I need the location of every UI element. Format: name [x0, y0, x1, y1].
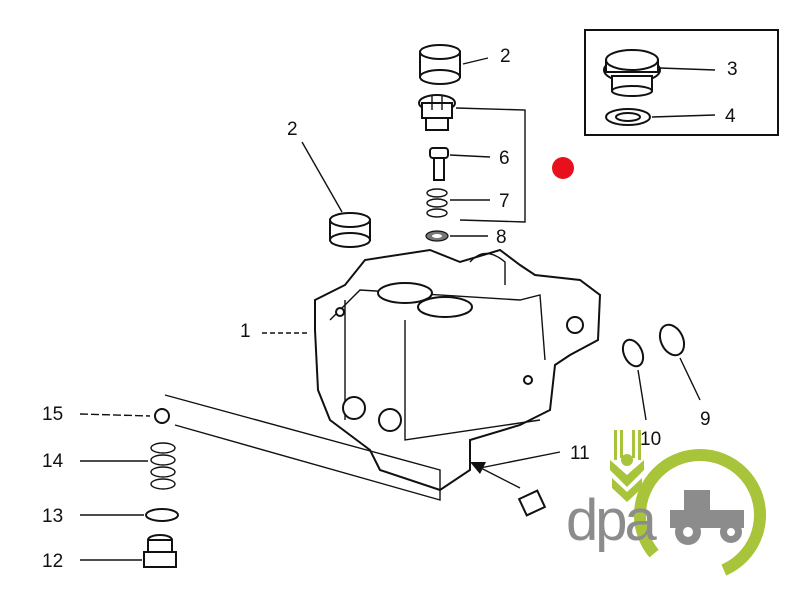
callout-9: 9 [700, 409, 711, 430]
callout-13: 13 [42, 506, 63, 527]
callout-10: 10 [640, 429, 661, 450]
callout-11: 11 [570, 443, 590, 464]
part-8-washer[interactable] [425, 230, 449, 242]
part-11-fitting[interactable] [517, 489, 547, 517]
part-6-pin[interactable] [429, 147, 449, 181]
callout-12: 12 [42, 551, 63, 572]
part-2-cap-top[interactable] [419, 44, 461, 85]
dpa-logo: dpa [566, 430, 766, 581]
callout-6: 6 [499, 148, 510, 169]
callout-4: 4 [725, 106, 736, 127]
callout-1: 1 [240, 321, 251, 342]
part-9-seal[interactable] [655, 321, 688, 359]
callout-7: 7 [499, 191, 510, 212]
part-13-washer[interactable] [145, 508, 179, 522]
logo-text: dpa [566, 488, 658, 553]
part-2-cap-left[interactable] [329, 212, 371, 248]
part-1-housing[interactable] [314, 248, 602, 492]
part-15-ball[interactable] [154, 408, 170, 424]
inset-box [584, 29, 779, 136]
part-valve-screw[interactable] [418, 94, 456, 131]
tractor-icon [670, 490, 744, 545]
red-marker-dot[interactable] [552, 157, 574, 179]
part-14-spring[interactable] [150, 442, 176, 490]
callout-14: 14 [42, 451, 64, 472]
part-10-seal[interactable] [619, 337, 647, 370]
callout-8: 8 [496, 227, 507, 248]
part-3-plug[interactable] [603, 49, 661, 97]
callout-3: 3 [727, 59, 738, 80]
gear-ring-icon [634, 449, 766, 581]
callout-15: 15 [42, 404, 63, 425]
part-12-plug[interactable] [143, 534, 177, 568]
callout-2-left: 2 [287, 119, 298, 140]
part-7-spring[interactable] [426, 188, 448, 218]
callout-2-top: 2 [500, 46, 511, 67]
wheat-icon [610, 430, 644, 502]
part-4-washer[interactable] [605, 108, 651, 126]
